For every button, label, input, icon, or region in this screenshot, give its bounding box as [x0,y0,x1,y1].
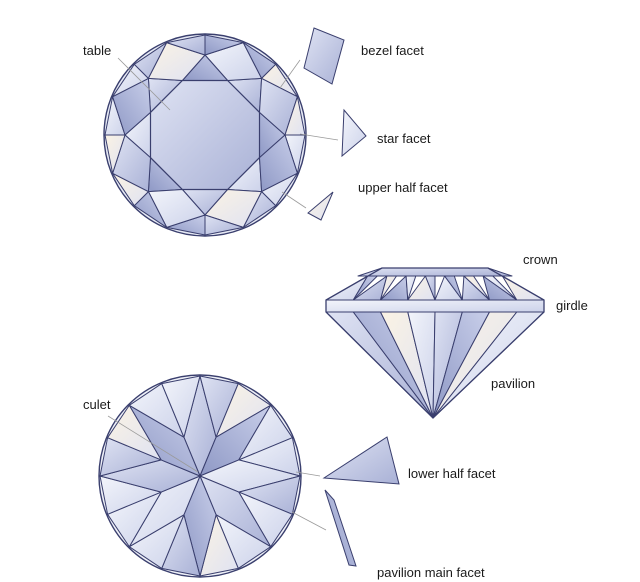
label-bezel-facet: bezel facet [361,43,424,58]
label-girdle: girdle [556,298,588,313]
label-crown: crown [523,252,558,267]
leader-table [117,57,171,111]
crown-top-view [103,33,307,237]
bezel-facet-piece [303,27,345,85]
diamond-side-view [325,267,545,419]
side-crown-facet [380,275,397,301]
pavilion-bottom-view [98,374,302,578]
label-pavilion: pavilion [491,376,535,391]
upper-half-facet-piece [307,191,334,221]
label-lower-half-facet: lower half facet [408,466,496,481]
side-view-outline [325,267,545,419]
table-facet-shape [149,79,261,191]
pavilion-main-facet-piece [324,489,357,567]
leader-lines [107,57,339,531]
label-upper-half-facet: upper half facet [358,180,448,195]
side-crown-facet [352,275,378,301]
side-girdle-band [325,299,545,313]
leader-pavilion-main [291,511,327,531]
pavilion-facets [99,375,301,577]
side-crown-facet [482,275,518,301]
side-crown-facet [463,275,490,301]
leader-culet [107,415,199,473]
side-crown-facet [444,275,463,301]
side-crown-facet [405,275,417,301]
leader-star [299,133,339,141]
upper-half-facet [204,34,244,56]
star-facet-piece [341,108,367,158]
side-crown-facet [424,275,436,301]
label-culet: culet [83,397,111,412]
lower-half-facet [161,375,201,438]
leader-lower-half [295,471,321,477]
crown-facets [104,34,306,236]
leader-bezel [279,59,301,89]
lower-half-facet-piece [322,436,400,485]
label-star-facet: star facet [377,131,431,146]
label-pavilion-main-facet: pavilion main facet [377,565,485,580]
label-table: table [83,43,111,58]
leader-upper-half [281,191,307,209]
